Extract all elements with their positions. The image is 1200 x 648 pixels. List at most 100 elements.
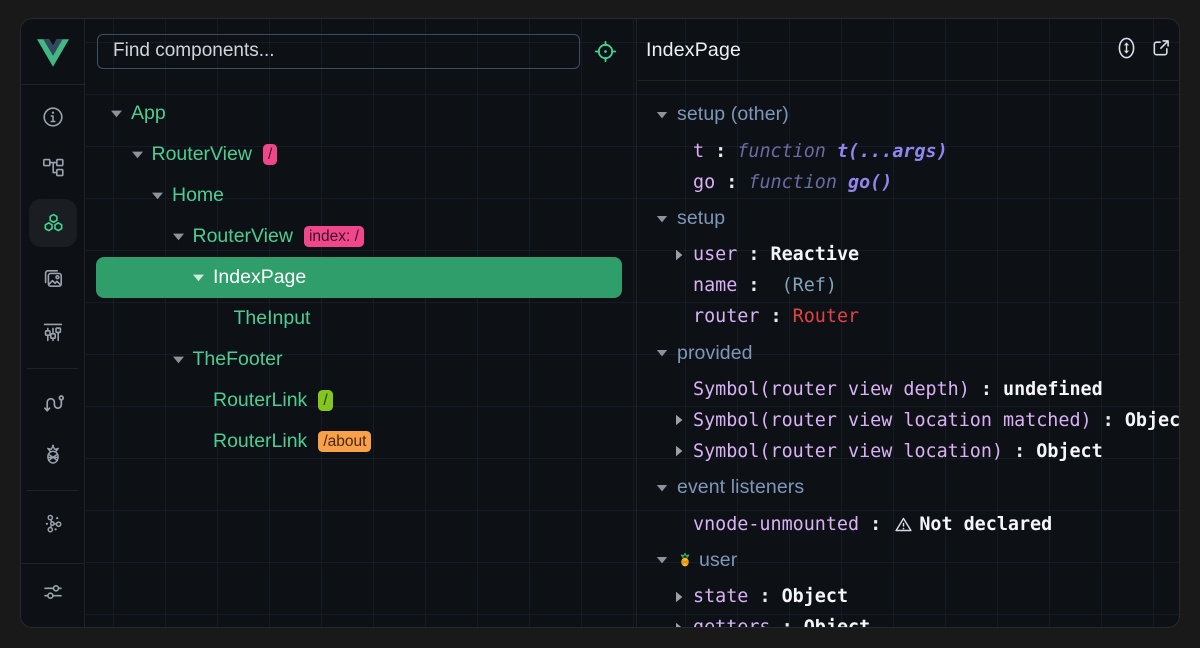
component-name: IndexPage [213,266,307,288]
tree-row-routerlink[interactable]: RouterLink / [86,380,636,421]
state-value: (Ref) [770,275,837,297]
vue-logo [21,19,85,85]
state-key: Symbol(router view location matched) [693,409,1092,431]
caret-down-icon[interactable] [172,355,185,364]
settings-sliders-icon [44,585,62,599]
rail-divider [21,563,84,564]
tree-row-indexpage-selected[interactable]: IndexPage [86,257,636,298]
caret-right-icon[interactable] [675,591,683,603]
section-label: provided [677,341,753,364]
tree-row-theinput[interactable]: TheInput [86,298,636,339]
component-name: RouterLink [213,389,308,411]
caret-right-icon[interactable] [675,622,683,627]
state-value: Object [1124,409,1179,431]
tree-row-home[interactable]: Home [86,175,636,216]
state-value: go() [848,171,893,193]
rail-item-timeline[interactable] [33,312,73,352]
caret-right-icon[interactable] [675,249,683,261]
state-value: Object [804,617,870,627]
state-row-Symbol-router-view-location-matched-: Symbol(router view location matched) : O… [637,405,1179,436]
state-key: vnode-unmounted [693,513,860,535]
caret-down-icon[interactable] [656,484,668,492]
caret-down-icon[interactable] [172,232,185,241]
section-label: event listeners [677,476,805,499]
select-component-in-page-icon[interactable] [593,39,618,64]
state-value: Object [1036,440,1103,462]
state-value: Not declared [919,513,1053,535]
assets-image-icon [44,269,63,287]
caret-down-icon[interactable] [656,349,668,357]
state-row-state: state : Object [637,581,1179,612]
state-section-setup[interactable]: setup [637,203,1179,234]
rail-item-pages[interactable] [33,147,73,187]
route-badge: /about [318,431,372,452]
state-key: Symbol(router view location) [693,440,1004,462]
component-name: TheInput [233,307,311,329]
tree-row-routerview[interactable]: RouterView index: / [86,216,636,257]
state-key: t [693,140,705,162]
rail-item-graph[interactable] [33,503,73,543]
tree-row-routerview[interactable]: RouterView/ [86,134,636,175]
state-key: getters [693,617,771,627]
vue-logo-icon [37,39,69,67]
router-route-icon [44,395,65,412]
caret-right-icon[interactable] [675,445,683,457]
pinia-pineapple-icon [680,552,690,567]
rail-divider [27,368,78,369]
caret-down-icon[interactable] [656,556,668,564]
search-input[interactable] [97,34,580,69]
state-key: go [693,171,716,193]
rail-item-components[interactable] [29,199,77,248]
scroll-to-component-icon[interactable] [1114,36,1138,60]
pinia-pineapple-icon [47,444,59,464]
caret-down-icon[interactable] [192,273,205,282]
rail-item-router[interactable] [33,383,73,423]
route-badge: / [318,390,333,411]
caret-down-icon[interactable] [656,111,668,119]
caret-down-icon[interactable] [131,150,144,159]
state-section-provided[interactable]: provided [637,338,1179,369]
inspector-header: IndexPage [637,19,1179,81]
section-label: user [699,548,738,571]
state-value: function [737,140,837,162]
state-section-user[interactable]: user [637,545,1179,576]
state-value: undefined [1003,378,1103,400]
state-row-router: router : Router [693,306,860,328]
rail-item-pinia[interactable] [33,434,73,474]
section-label: setup [677,207,726,230]
caret-down-icon[interactable] [110,109,123,118]
state-value: Router [792,306,860,328]
state-key: router [693,306,760,328]
inspector-panel: IndexPage setup [636,19,1179,627]
open-in-editor-icon[interactable] [1149,36,1173,60]
tree-row-thefooter[interactable]: TheFooter [86,339,636,380]
state-row-Symbol-router-view-location-: Symbol(router view location) : Object [637,436,1179,467]
caret-right-icon[interactable] [675,414,683,426]
component-name: RouterView [192,225,293,247]
state-row-getters: getters : Object [637,612,1179,627]
route-badge: index: / [303,226,364,247]
tree-row-routerlink[interactable]: RouterLink/about [86,421,636,462]
caret-down-icon[interactable] [151,191,164,200]
tree-view-icon [42,158,64,177]
state-row-go: go : function go() [693,171,893,193]
rail-item-assets[interactable] [33,258,73,298]
state-row-Symbol-router-view-depth-: Symbol(router view depth) : undefined [693,378,1103,400]
inspector-title: IndexPage [646,38,742,61]
route-badge: / [262,144,278,165]
state-value: t(...args) [836,140,948,162]
rail-divider [27,490,78,491]
component-name: RouterLink [213,430,308,452]
warning-icon [895,517,912,532]
caret-down-icon[interactable] [656,215,668,223]
state-section-setup-other-[interactable]: setup (other) [637,99,1179,130]
rail-item-overview[interactable] [33,97,73,137]
component-name: TheFooter [192,348,283,370]
tree-row-app[interactable]: App [86,93,636,134]
state-section-event-listeners[interactable]: event listeners [637,472,1179,503]
rail-item-settings[interactable] [33,572,73,612]
